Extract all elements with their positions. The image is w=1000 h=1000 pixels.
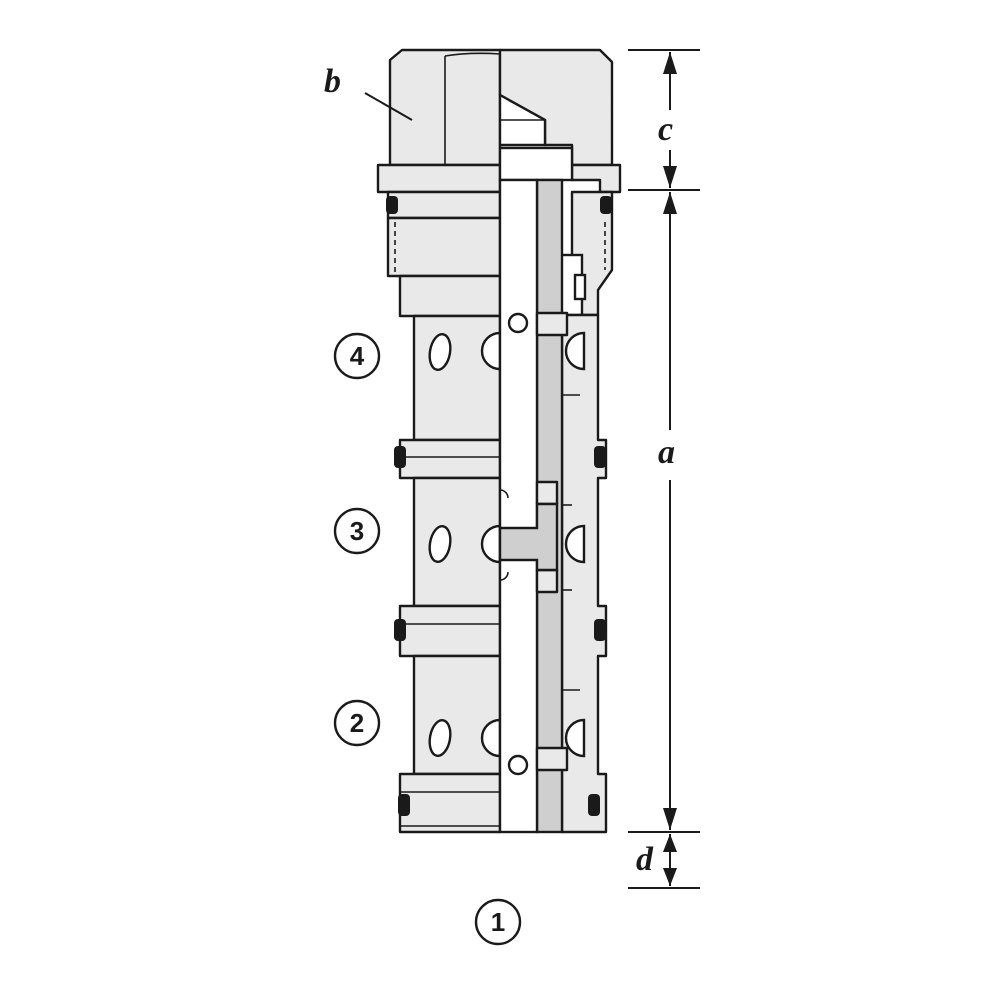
dimension-lines xyxy=(364,49,700,889)
o-rings xyxy=(394,446,606,816)
hex-head xyxy=(388,48,502,167)
port-number-2: 2 xyxy=(350,708,364,738)
port-label-3: 3 xyxy=(333,507,381,555)
port-number-4: 4 xyxy=(350,341,365,371)
dim-label-b: b xyxy=(324,63,341,100)
port-holes xyxy=(428,331,502,758)
dim-label-d: d xyxy=(636,841,654,878)
body-section xyxy=(498,178,608,834)
o-ring-top xyxy=(386,196,612,214)
dim-label-c: c xyxy=(658,111,673,148)
port-label-1: 1 xyxy=(474,898,522,946)
port-label-4: 4 xyxy=(333,332,381,380)
dim-label-a: a xyxy=(658,434,675,471)
port-label-2: 2 xyxy=(333,699,381,747)
port-number-1: 1 xyxy=(491,907,505,937)
body-exterior xyxy=(398,314,502,834)
port-number-3: 3 xyxy=(350,516,364,546)
